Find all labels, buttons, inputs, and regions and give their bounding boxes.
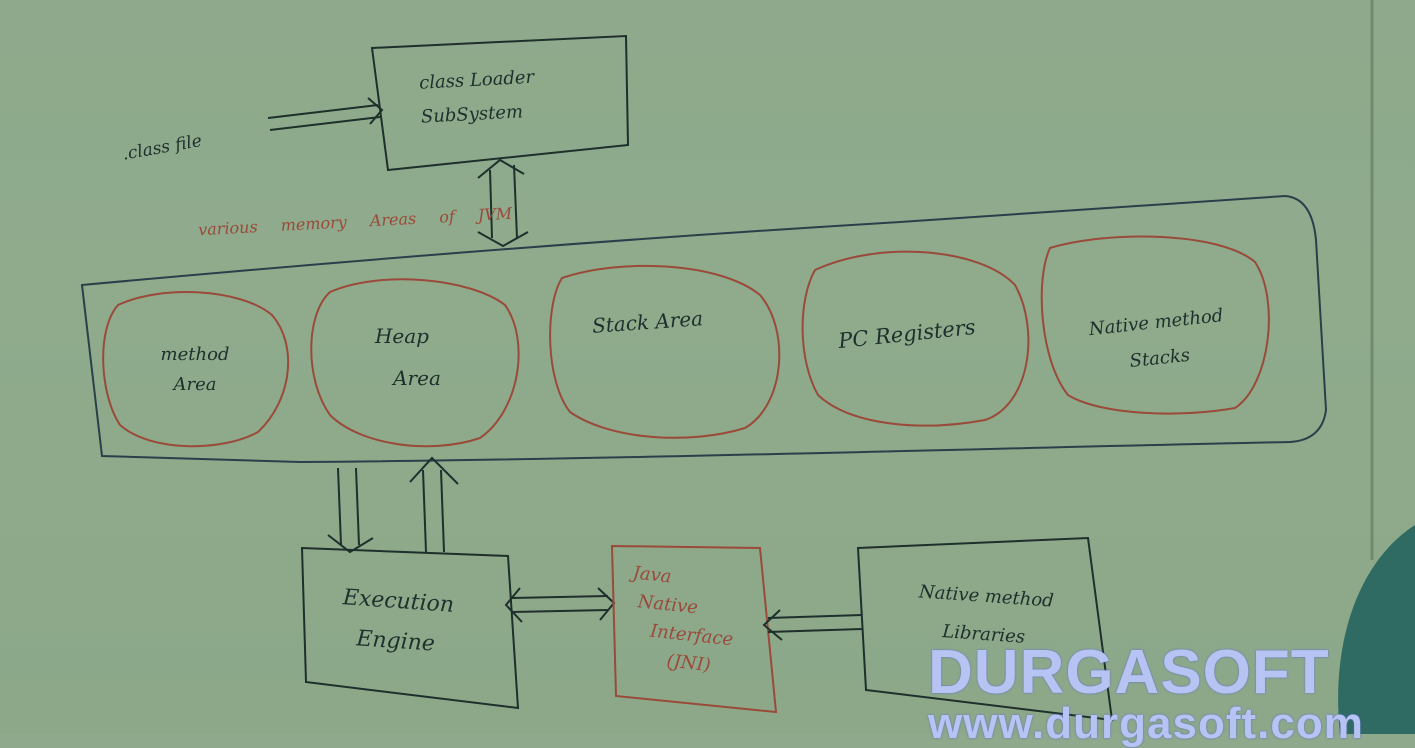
watermark-brand: DURGASOFT: [928, 638, 1330, 707]
method-area-blob: [102, 291, 290, 448]
method-area-line-2: Area: [173, 374, 217, 395]
stack-area-blob: [549, 264, 781, 439]
execution-engine-box: [300, 546, 520, 710]
native-libraries-box: [856, 536, 1114, 722]
presenter-shoulder: [1338, 525, 1415, 734]
pc-registers-blob: [801, 250, 1030, 427]
libraries-jni-arrow: [762, 609, 863, 641]
memory-areas-container: [80, 194, 1328, 464]
jni-label: Java Native Interface (JNI): [623, 560, 764, 685]
native-stacks-blob: [1040, 235, 1270, 415]
jni-box: [610, 544, 778, 714]
class-file-arrow: [267, 97, 384, 131]
class-loader-label: class Loader SubSystem: [418, 66, 535, 128]
class-loader-box: [370, 34, 630, 172]
memory-engine-arrows: [327, 456, 459, 554]
heap-area-line-2: Area: [393, 366, 441, 390]
execution-engine-label: Execution Engine: [319, 577, 474, 667]
engine-jni-arrow: [504, 587, 616, 623]
heap-area-label: Heap Area: [362, 315, 472, 399]
method-area-label: method Area: [140, 340, 250, 400]
heap-area-line-1: Heap: [374, 324, 429, 348]
watermark-url: www.durgasoft.com: [928, 699, 1364, 748]
method-area-line-1: method: [160, 344, 230, 365]
heap-area-blob: [310, 278, 520, 448]
loader-memory-arrow: [477, 158, 529, 248]
